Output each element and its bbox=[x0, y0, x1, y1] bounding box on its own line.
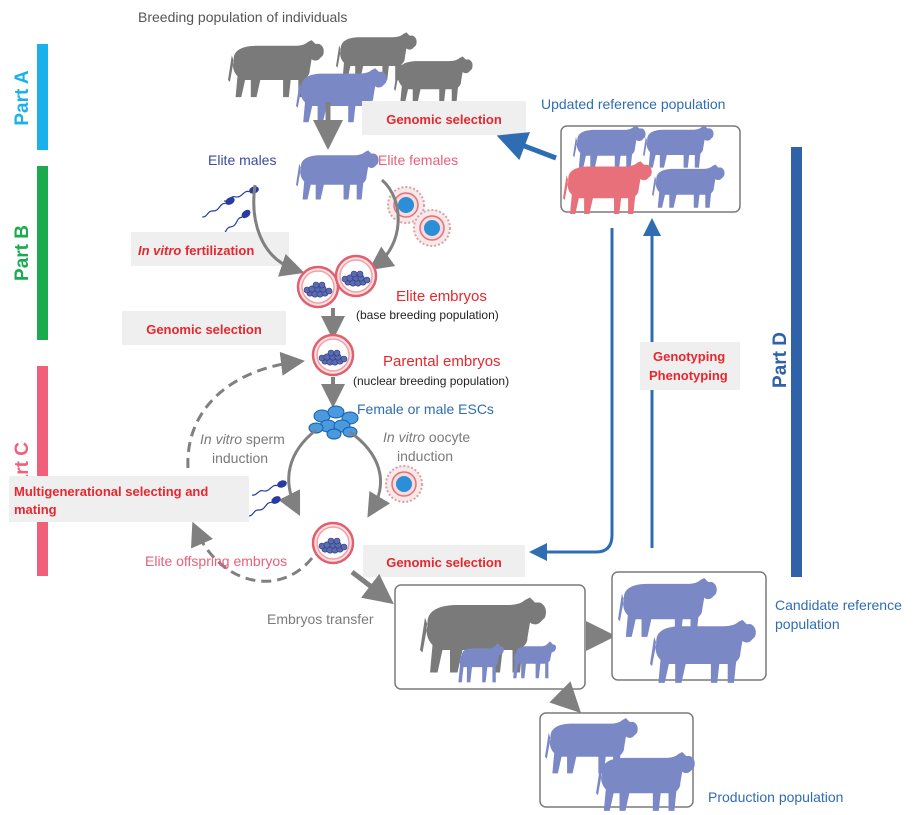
part-c-bar bbox=[37, 366, 48, 576]
genomic-selection-box-c bbox=[363, 545, 525, 577]
header-title: Breeding population of individuals bbox=[138, 9, 347, 25]
arrow-esc-to-sperm bbox=[278, 428, 317, 517]
genomic-selection-label-c: Genomic selection bbox=[386, 555, 502, 570]
arrow-to-production bbox=[549, 681, 582, 714]
elite-females-label: Elite females bbox=[378, 152, 458, 168]
genomic-selection-label-top: Genomic selection bbox=[386, 112, 502, 127]
sperm-group-c bbox=[245, 478, 289, 520]
genomic-selection-box-b bbox=[122, 311, 286, 345]
arrow-embryo-transfer bbox=[350, 570, 394, 605]
part-a-bar bbox=[37, 44, 48, 150]
multigen-box bbox=[9, 476, 249, 522]
escs-label: Female or male ESCs bbox=[357, 401, 494, 417]
elite-embryos-sub: (base breeding population) bbox=[356, 308, 499, 322]
part-a-label: Part A bbox=[12, 70, 33, 126]
dashed-loop-down bbox=[191, 521, 314, 583]
dashed-loop-up bbox=[186, 351, 305, 469]
updated-reference-label: Updated reference population bbox=[541, 96, 725, 112]
phenotyping-label: Phenotyping bbox=[649, 368, 728, 383]
multigen-line1: Multigenerational selecting and bbox=[14, 484, 208, 499]
parental-embryos-label: Parental embryos bbox=[383, 353, 501, 370]
arrow-esc-to-oocyte bbox=[349, 430, 391, 518]
part-d-label: Part D bbox=[770, 332, 791, 388]
oocyte-c bbox=[385, 465, 423, 503]
esc-cluster bbox=[308, 405, 359, 440]
elite-embryo-right bbox=[334, 254, 378, 298]
part-b-bar bbox=[37, 166, 48, 340]
elite-males-label: Elite males bbox=[208, 152, 276, 168]
sperm-induction-line2: induction bbox=[212, 450, 268, 466]
part-b-label: Part B bbox=[12, 225, 33, 281]
candidate-label-line2: population bbox=[775, 616, 840, 632]
oocyte-induction-line1: In vitro oocyte bbox=[383, 429, 470, 445]
sperm-induction-line1: In vitro sperm bbox=[200, 431, 285, 447]
candidate-label-line1: Candidate reference bbox=[775, 597, 902, 613]
arrow-sperm-to-embryo bbox=[252, 184, 305, 277]
arrow-oocyte-to-embryo bbox=[368, 178, 400, 271]
parental-embryos-sub: (nuclear breeding population) bbox=[353, 374, 509, 388]
production-label: Production population bbox=[708, 789, 843, 805]
genotyping-box bbox=[640, 342, 740, 390]
part-d-bar bbox=[791, 147, 802, 577]
genomic-selection-box-top bbox=[362, 101, 526, 135]
parental-embryo bbox=[311, 333, 355, 377]
genomic-selection-label-b: Genomic selection bbox=[146, 322, 262, 337]
arrow-ref-to-offspring bbox=[529, 228, 614, 561]
oocyte-induction-line2: induction bbox=[397, 448, 453, 464]
offspring-embryo bbox=[311, 521, 355, 565]
multigen-line2: mating bbox=[14, 502, 57, 517]
genotyping-label: Genotyping bbox=[653, 349, 725, 364]
elite-embryo-left bbox=[296, 265, 340, 309]
elite-cow bbox=[296, 150, 379, 200]
arrow-update-to-selection bbox=[496, 132, 557, 161]
ivf-box bbox=[131, 232, 289, 266]
ivf-label: In vitro fertilization bbox=[138, 243, 254, 258]
sperm-group-b bbox=[199, 184, 261, 238]
elite-offspring-label: Elite offspring embryos bbox=[145, 553, 287, 569]
embryos-transfer-label: Embryos transfer bbox=[267, 611, 374, 627]
elite-embryos-label: Elite embryos bbox=[396, 288, 487, 305]
